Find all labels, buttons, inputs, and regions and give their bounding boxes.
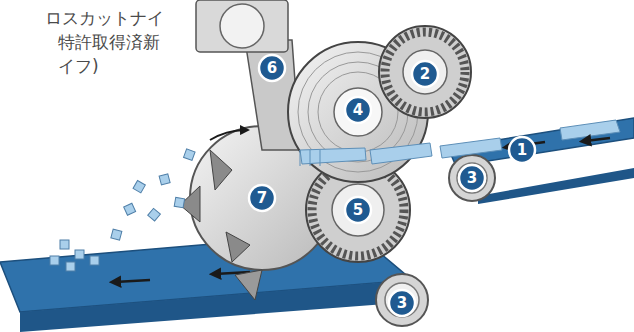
upper-belt-return <box>478 168 634 204</box>
callout-circle <box>345 197 371 223</box>
cube <box>133 181 145 193</box>
cube <box>184 149 196 161</box>
callout-number: 3 <box>397 296 407 311</box>
diced-cubes <box>50 149 195 271</box>
callout-number: 1 <box>517 143 527 158</box>
callout-number: 5 <box>353 203 363 218</box>
lower-roller <box>376 274 428 326</box>
roller-hub <box>403 50 447 94</box>
cube <box>90 256 99 265</box>
crosscut-knife <box>180 150 250 262</box>
belt-roller <box>449 155 495 201</box>
feed-roller <box>379 26 471 118</box>
callout-number: 7 <box>257 191 267 206</box>
callout-number: 4 <box>353 103 363 118</box>
callout-number: 3 <box>467 171 477 186</box>
callout-circle <box>345 97 371 123</box>
motor-housing <box>196 0 288 52</box>
caption-fragment: 特許取得済新 <box>58 34 160 51</box>
rotation-arrow <box>210 130 245 140</box>
cube <box>174 197 184 207</box>
callout-number: 2 <box>420 67 430 82</box>
crosscut-knife <box>235 270 262 300</box>
lower-roller-hub <box>385 283 419 317</box>
callout-badges <box>249 55 535 316</box>
cube <box>111 229 122 240</box>
callout-circle <box>509 137 535 163</box>
roller-hub <box>332 184 384 236</box>
roller-knurl <box>385 32 465 112</box>
callout-circle <box>459 165 485 191</box>
cube <box>66 262 75 271</box>
flow-arrow <box>585 138 610 141</box>
callout-circle <box>412 61 438 87</box>
product-slab <box>370 143 432 164</box>
roller-hub <box>334 88 382 136</box>
product-slab <box>440 138 502 158</box>
flow-arrow <box>115 280 150 282</box>
callout-circle <box>389 290 415 316</box>
caption-fragment: イフ) <box>58 58 99 75</box>
caption-fragment: ロスカットナイ <box>45 10 164 27</box>
cube <box>124 203 136 215</box>
callout-circle <box>249 185 275 211</box>
belt-roller-hub <box>457 163 487 193</box>
callout-circle <box>259 55 285 81</box>
cube <box>75 250 84 259</box>
cube <box>148 208 161 221</box>
cube <box>60 240 69 249</box>
product-slab <box>560 120 620 140</box>
cube <box>159 174 170 185</box>
callout-number: 6 <box>267 61 277 76</box>
cube <box>50 256 59 265</box>
strip-cuts <box>300 150 320 166</box>
lower-belt-side <box>20 280 412 332</box>
motor-face <box>220 4 264 48</box>
